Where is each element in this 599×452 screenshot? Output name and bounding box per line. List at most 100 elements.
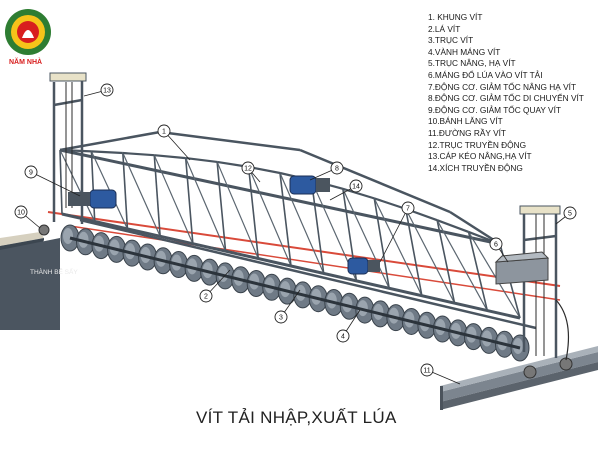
page-title: VÍT TẢI NHẬP,XUẤT LÚA [196,408,397,427]
callout-circle [401,201,415,215]
truss-arch-segment [154,154,186,160]
callout-number: 10 [17,210,25,217]
truss-vertical [59,149,63,215]
truss-vertical [279,172,292,267]
truss-vertical [184,158,194,244]
callout-circle [336,329,350,343]
legend-item: 10.BÁNH LĂNG VÍT [428,116,503,127]
truss-diagonal [373,198,423,296]
truss-diagonal [248,166,292,267]
truss-bottom-chord-rear [79,218,537,330]
callout-circle [349,179,363,193]
legend-item: 9.ĐỘNG CƠ. GIẢM TỐC QUAY VÍT [428,104,561,115]
callout-number: 8 [335,166,339,173]
truss-arch-segment [91,150,123,155]
legend-item: 5.TRỤC NÂNG, HẠ VÍT [428,58,516,69]
truss-diagonal [59,149,96,222]
callout-number: 6 [494,242,498,249]
logo-text: NĂM NHÀ [9,57,42,66]
truss-diagonal [468,231,521,319]
callout-circle [489,237,503,251]
legend-item: 8.ĐỘNG CƠ. GIẢM TỐC DI CHUYỂN VÍT [428,93,584,104]
legend-item: 6.MÁNG ĐỔ LÚA VÀO VÍT TẢI [428,69,543,80]
screw-shaft [69,236,521,350]
callout-number: 9 [29,170,33,177]
callout-number: 5 [568,211,572,218]
truss-vertical [373,198,390,289]
truss-arch-segment [122,151,155,157]
truss-vertical [404,208,423,296]
legend-item: 11.ĐƯỜNG RẦY VÍT [428,127,506,138]
truss-diagonal [279,172,325,274]
wheel-right-1 [523,365,537,379]
truss-top-right [299,148,451,214]
truss-arch-segment [185,157,218,164]
callout-number: 1 [162,129,166,136]
truss-vertical [90,151,96,222]
callout-leader [30,171,81,197]
callout-number: 11 [423,368,430,375]
motor-travel [289,175,330,195]
legend-item: 1. KHUNG VÍT [428,12,483,22]
callout-number: 4 [341,334,345,341]
truss-diagonal [342,188,390,289]
wheel-left [38,224,50,236]
truss-diagonal [185,157,227,252]
legend-item: 3.TRỤC VÍT [428,35,474,46]
callout-circle [241,161,255,175]
truss-diagonal [122,152,161,237]
callout-number: 13 [103,88,111,95]
hopper [494,251,550,285]
callout-circle [199,289,213,303]
right-tower-cap [519,205,561,215]
truss-vertical [310,180,325,274]
truss-arch-segment [436,219,469,233]
callout-circle [157,124,171,138]
callout-number: 12 [244,166,252,173]
legend-item: 13.CÁP KÉO NÂNG,HẠ VÍT [428,151,532,162]
truss-top-left [59,130,161,152]
truss-diagonal [436,219,488,311]
cable-right [555,299,570,361]
truss-top-end [449,210,501,246]
legend-item: 12.TRỤC TRUYỀN ĐỘNG [428,139,527,150]
drying-bed-area [0,238,60,330]
left-tower-cap [49,72,87,82]
drying-bed-wall-top [0,232,44,246]
callout-circle [100,83,114,97]
callout-circle [420,363,434,377]
callout-leader [379,207,409,263]
callout-number: 7 [406,206,410,213]
truss-vertical [122,152,129,229]
truss-vertical [467,231,489,311]
truss-top-chord [59,148,501,246]
legend-item: 14.XÍCH TRUYỀN ĐỘNG [428,162,523,173]
callout-number: 3 [279,315,283,322]
motor-rotate [68,189,117,209]
truss-diagonal [153,154,194,244]
truss-vertical [153,155,161,237]
callout-circle [24,165,38,179]
screw-flight-highlight [63,228,73,244]
callout-number: 2 [204,294,208,301]
logo: NĂM NHÀ [3,3,55,67]
callout-circle [274,310,288,324]
rail-beam [440,346,598,410]
truss-vertical [247,166,260,259]
truss-vertical [216,161,227,252]
legend-item: 7.ĐỘNG CƠ. GIẢM TỐC NÂNG HẠ VÍT [428,81,577,92]
callout-leader [163,130,191,161]
truss-vertical [436,219,456,304]
legend-item: 4.VÀNH MÁNG VÍT [428,46,501,57]
motor-lift [347,257,380,275]
red-guide-lines [47,211,561,301]
floor-label: THÀNH BỂ SẤY [30,266,78,276]
callout-circle [330,161,344,175]
callout-circle [563,206,577,220]
truss-arch-segment [59,148,92,153]
truss-diagonal [216,161,259,259]
callout-circle [14,205,28,219]
